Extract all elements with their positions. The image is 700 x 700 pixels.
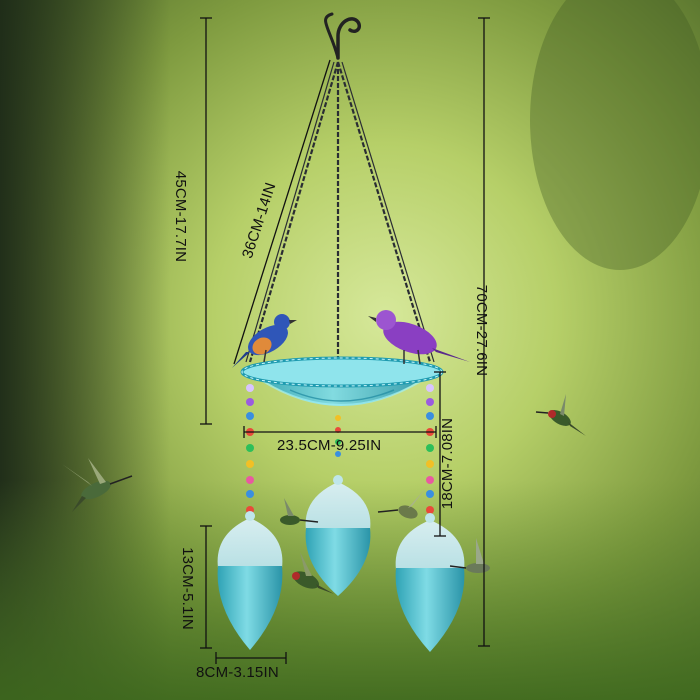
dimension-lines <box>200 17 490 664</box>
hummingbird-icon <box>62 458 133 512</box>
feeder-width-label: 8CM-3.15IN <box>196 664 279 681</box>
hummingbird-icon <box>292 552 334 594</box>
hummingbird-icon <box>377 488 426 519</box>
feeder-right <box>395 513 465 652</box>
glass-bowl <box>240 356 444 406</box>
feeder-left <box>217 511 283 650</box>
bluebird-icon <box>232 314 297 368</box>
drop-height-label: 18CM-7.08IN <box>439 417 457 510</box>
hanging-hook-icon <box>324 12 362 60</box>
bowl-diameter-label: 23.5CM-9.25IN <box>277 437 382 454</box>
feeder-center <box>305 475 371 596</box>
hummingbird-icon <box>280 498 319 525</box>
chain-height-label: 45CM-17.7IN <box>172 170 190 263</box>
feeder-height-label: 13CM-5.1IN <box>178 547 196 630</box>
purple-bird-icon <box>368 310 470 365</box>
hanging-chains <box>248 61 432 363</box>
hummingbird-icon <box>535 394 586 436</box>
chain-links <box>245 61 435 363</box>
background-tree-blur <box>530 0 700 270</box>
total-height-label: 70CM-27.6IN <box>473 284 491 377</box>
